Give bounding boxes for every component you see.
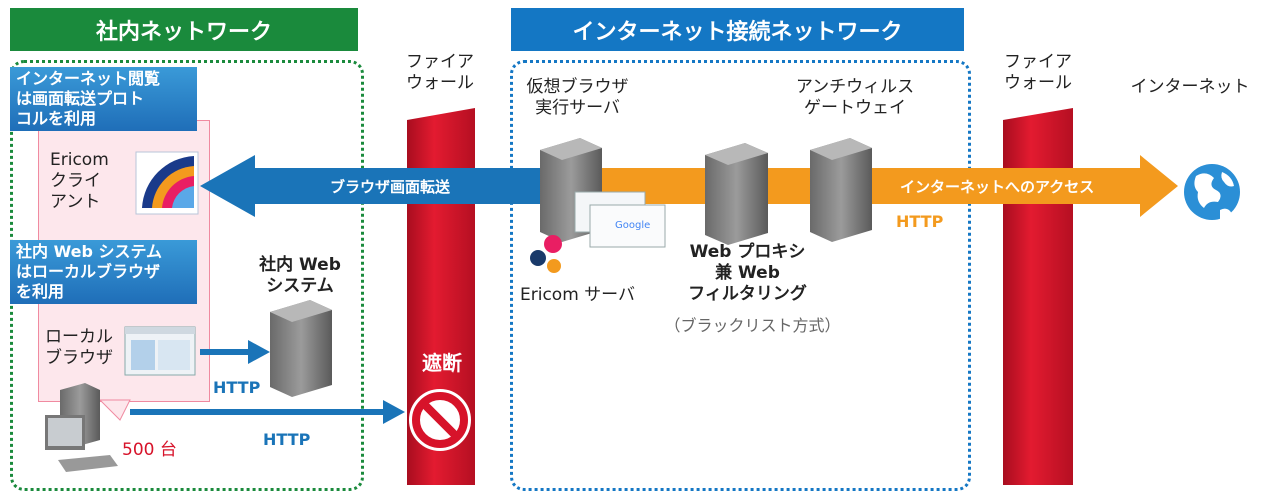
firewall-right: [1003, 108, 1073, 485]
proxy-server-icon: [705, 143, 768, 245]
internal-web-server-icon: [270, 300, 332, 397]
internet-label: インターネット: [1130, 77, 1250, 97]
internal-network-title: 社内ネットワーク: [10, 8, 358, 51]
http-label-web: HTTP: [213, 378, 261, 397]
browser-transfer-label: ブラウザ画面転送: [330, 178, 451, 196]
proxy-label: Web プロキシ 兼 Web フィルタリング: [688, 242, 807, 304]
http-label-blocked: HTTP: [263, 430, 311, 449]
ericom-client-icon: [135, 151, 199, 215]
blacklist-label: （ブラックリスト方式）: [664, 316, 841, 335]
internet-network-zone: [510, 60, 971, 491]
internet-globe-icon: [1184, 164, 1240, 221]
internet-access-label: インターネットへのアクセス: [900, 178, 1095, 196]
ericom-client-label: Ericom クライ アント: [50, 150, 109, 212]
ericom-server-logo: [530, 235, 562, 273]
virtual-browser-server-label: 仮想ブラウザ 実行サーバ: [526, 77, 629, 118]
antivirus-gateway-label: アンチウィルス ゲートウェイ: [795, 77, 915, 118]
internal-web-label: 社内 Web システム: [259, 255, 341, 296]
ericom-server-label: Ericom サーバ: [520, 285, 635, 305]
callout-tail: [98, 399, 131, 421]
blocked-http-arrowhead: [383, 400, 405, 424]
local-browser-label: ローカル ブラウザ: [45, 327, 113, 368]
block-label: 遮断: [422, 351, 462, 375]
http-label-internet: HTTP: [896, 212, 944, 231]
internet-network-title: インターネット接続ネットワーク: [511, 8, 964, 51]
browser-transfer-arrow: [200, 155, 540, 217]
svg-text:Google: Google: [615, 220, 650, 231]
callout-local-browser: 社内 Web システム はローカルブラウザ を利用: [10, 240, 197, 304]
web-http-arrowhead: [248, 340, 270, 364]
browser-window-2: [589, 204, 666, 248]
firewall-left-label: ファイア ウォール: [406, 52, 474, 93]
firewall-right-label: ファイア ウォール: [1004, 52, 1072, 93]
client-count: 500 台: [122, 440, 177, 460]
local-browser-icon: [124, 326, 196, 376]
antivirus-server-icon: [810, 138, 872, 242]
callout-screen-transfer: インターネット閲覧 は画面転送プロト コルを利用: [10, 67, 197, 131]
client-pc-icon: [45, 383, 118, 472]
